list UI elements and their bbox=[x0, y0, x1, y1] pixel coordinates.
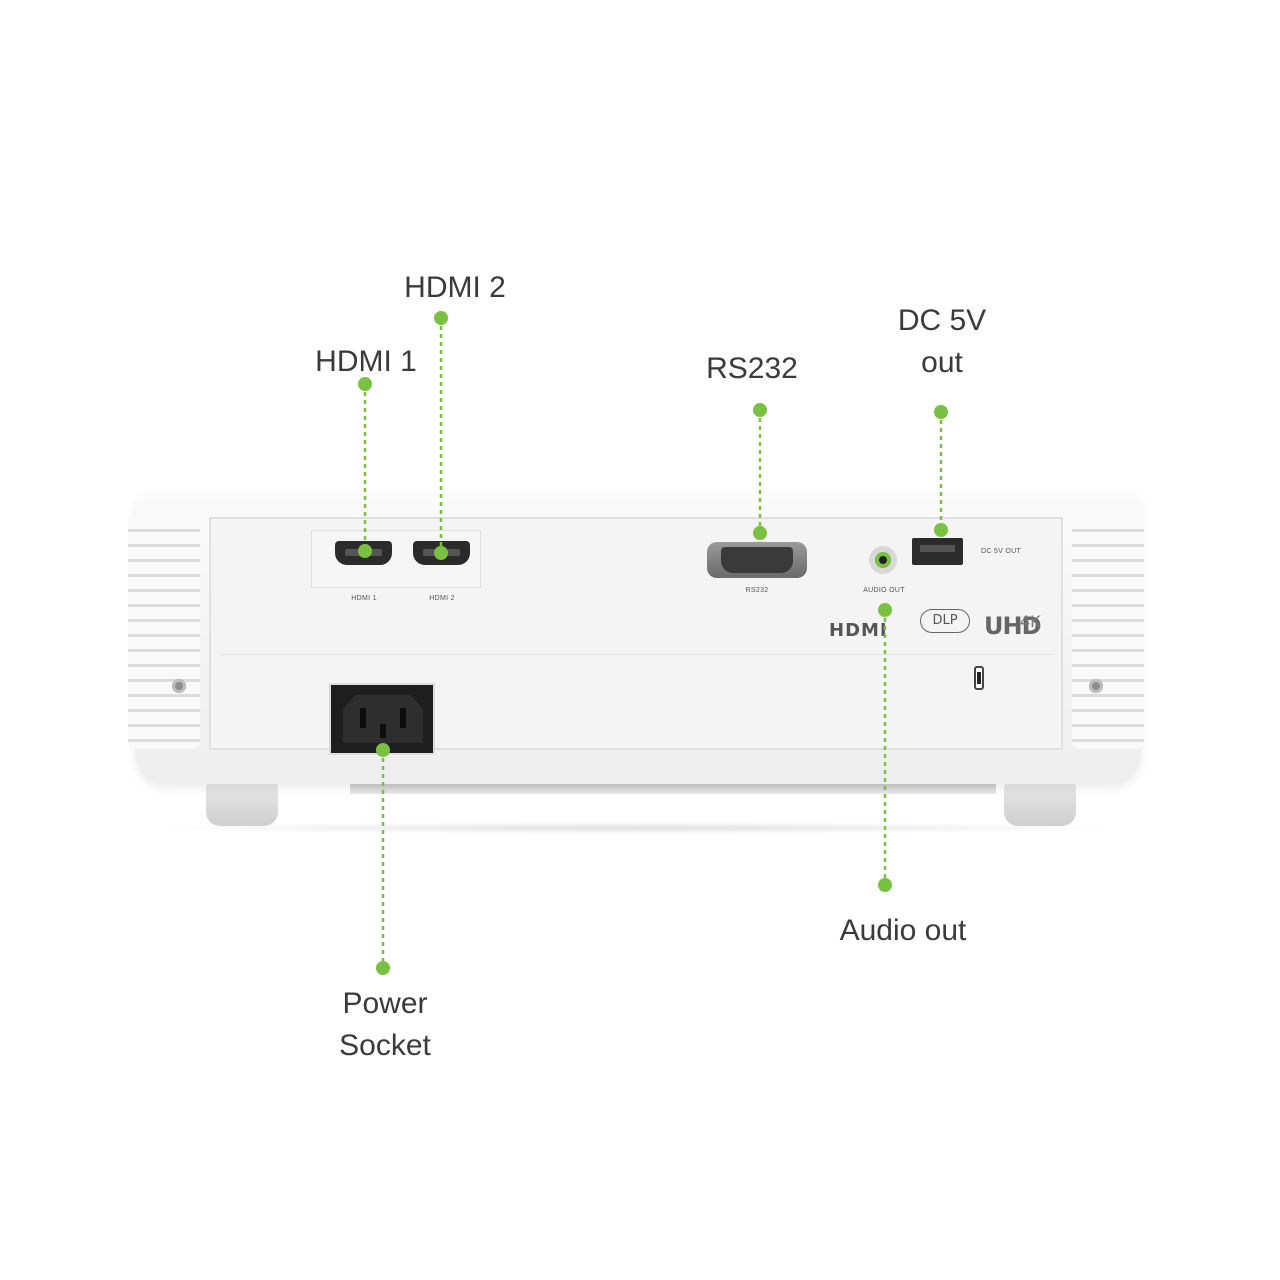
audio-out-dot-port bbox=[878, 603, 892, 617]
callout-dc-5v-line1: DC 5V bbox=[897, 304, 987, 337]
hdmi-2-dot-port bbox=[434, 546, 448, 560]
hdmi-1-dot-port bbox=[358, 544, 372, 558]
callout-power-line2: Socket bbox=[339, 1029, 431, 1062]
audio-out-jack-hole bbox=[879, 556, 887, 564]
projector-foot-left bbox=[206, 782, 278, 826]
callout-rs232: RS232 bbox=[706, 352, 798, 385]
power-dot-bottom bbox=[376, 961, 390, 975]
dc-5v-usb-port bbox=[912, 538, 963, 565]
vent-right bbox=[1072, 517, 1144, 749]
panel-divider bbox=[220, 654, 1055, 655]
projector-foot-right bbox=[1004, 782, 1076, 826]
callout-hdmi-1: HDMI 1 bbox=[315, 345, 417, 378]
power-dot-port bbox=[376, 743, 390, 757]
callout-hdmi-2: HDMI 2 bbox=[404, 271, 506, 304]
floor-shadow bbox=[140, 822, 1130, 834]
hdmi-1-port-caption: HDMI 1 bbox=[351, 595, 377, 602]
kensington-lock-slot bbox=[974, 666, 984, 690]
power-pin-left bbox=[360, 708, 366, 728]
hdmi-1-dot-top bbox=[358, 377, 372, 391]
screw-left bbox=[172, 679, 186, 693]
callout-dc-5v-line2: out bbox=[921, 346, 963, 379]
screw-right bbox=[1089, 679, 1103, 693]
dc-port-caption: DC 5V OUT bbox=[980, 548, 1022, 555]
projector-bottom-strip bbox=[350, 784, 996, 794]
audio-out-dot-bottom bbox=[878, 878, 892, 892]
dc-5v-dot-top bbox=[934, 405, 948, 419]
callout-power-line1: Power bbox=[342, 987, 428, 1020]
hdmi-2-port-caption: HDMI 2 bbox=[429, 595, 455, 602]
power-pin-ground bbox=[380, 724, 386, 738]
rs232-dot-top bbox=[753, 403, 767, 417]
rs232-dot-port bbox=[753, 526, 767, 540]
vent-left bbox=[128, 517, 200, 749]
callout-audio-out: Audio out bbox=[839, 914, 967, 947]
rs232-port-caption: RS232 bbox=[745, 587, 769, 594]
audio-port-caption: AUDIO OUT bbox=[863, 587, 905, 594]
dlp-logo: DLP bbox=[920, 609, 970, 633]
hdmi-logo: HDMI bbox=[829, 620, 888, 641]
dc-5v-dot-port bbox=[934, 523, 948, 537]
power-pin-right bbox=[400, 708, 406, 728]
hdmi-2-dot-top bbox=[434, 311, 448, 325]
rs232-port bbox=[721, 547, 793, 573]
4k-logo: 4K bbox=[1020, 612, 1041, 631]
uhd-logo: UHD bbox=[984, 612, 1041, 640]
